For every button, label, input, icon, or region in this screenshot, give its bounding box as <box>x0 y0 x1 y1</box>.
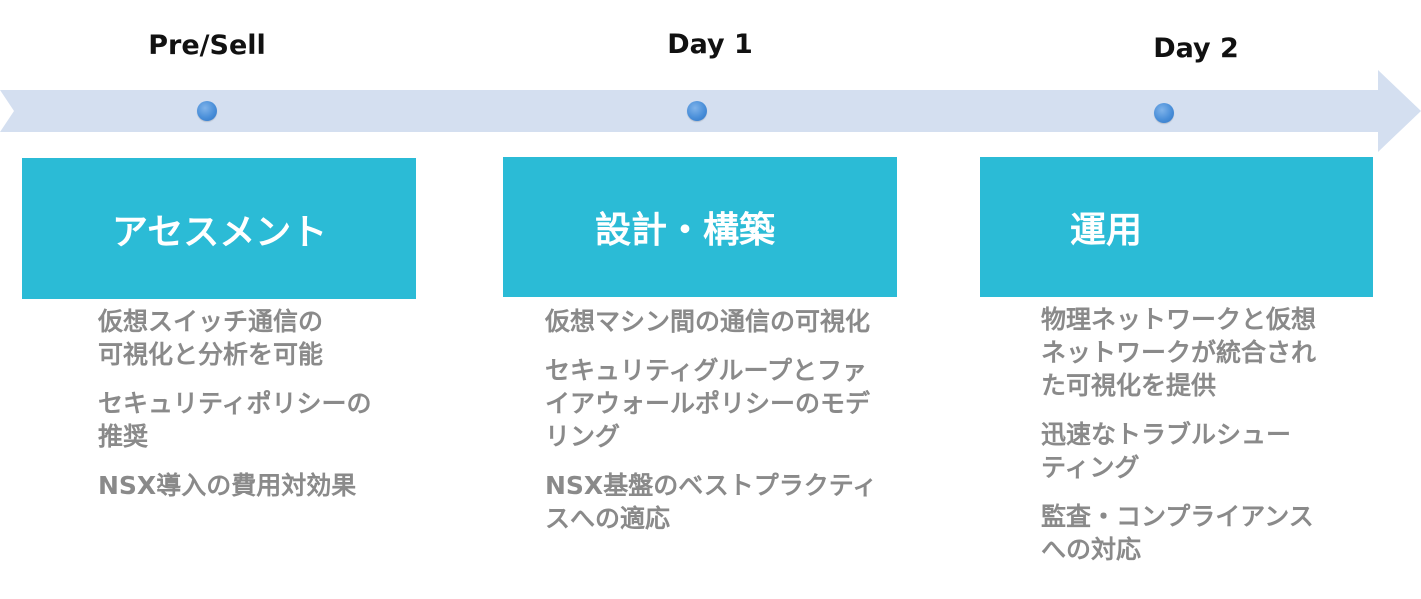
list-item: 監査・コンプライアンス への対応 <box>1041 502 1314 564</box>
list-item: 物理ネットワークと仮想 ネットワークが統合され た可視化を提供 <box>1041 305 1317 400</box>
list-item: セキュリティポリシーの 推奨 <box>98 389 372 451</box>
phase-title-design-build: 設計・構築 <box>595 210 776 251</box>
list-item: 迅速なトラブルシュー ティング <box>1041 420 1292 482</box>
assessment-item-list: 仮想スイッチ通信の 可視化と分析を可能 セキュリティポリシーの 推奨 NSX導入… <box>98 305 428 518</box>
phase-box-assessment: アセスメント <box>22 158 416 299</box>
list-item: NSX基盤のベストプラクティ スへの適応 <box>545 471 878 533</box>
phase-label-presell: Pre/Sell <box>148 30 266 61</box>
list-item: NSX導入の費用対効果 <box>98 471 357 500</box>
phase-title-operation: 運用 <box>1070 210 1143 251</box>
list-item: 仮想マシン間の通信の可視化 <box>545 307 871 336</box>
phase-label-day1: Day 1 <box>667 29 753 60</box>
phase-label-day2: Day 2 <box>1153 33 1239 64</box>
operation-item-list: 物理ネットワークと仮想 ネットワークが統合され た可視化を提供 迅速なトラブルシ… <box>1041 303 1401 582</box>
phase-box-operation: 運用 <box>980 157 1373 297</box>
list-item: 仮想スイッチ通信の 可視化と分析を可能 <box>98 307 324 369</box>
phase-box-design-build: 設計・構築 <box>503 157 897 297</box>
timeline-dot-day1 <box>687 101 707 121</box>
timeline-dot-presell <box>197 101 217 121</box>
list-item: セキュリティグループとファ イアウォールポリシーのモデ リング <box>545 356 871 451</box>
timeline-dot-day2 <box>1154 103 1174 123</box>
design-build-item-list: 仮想マシン間の通信の可視化 セキュリティグループとファ イアウォールポリシーのモ… <box>545 305 925 551</box>
phase-title-assessment: アセスメント <box>112 211 328 253</box>
timeline-arrow <box>0 70 1421 152</box>
